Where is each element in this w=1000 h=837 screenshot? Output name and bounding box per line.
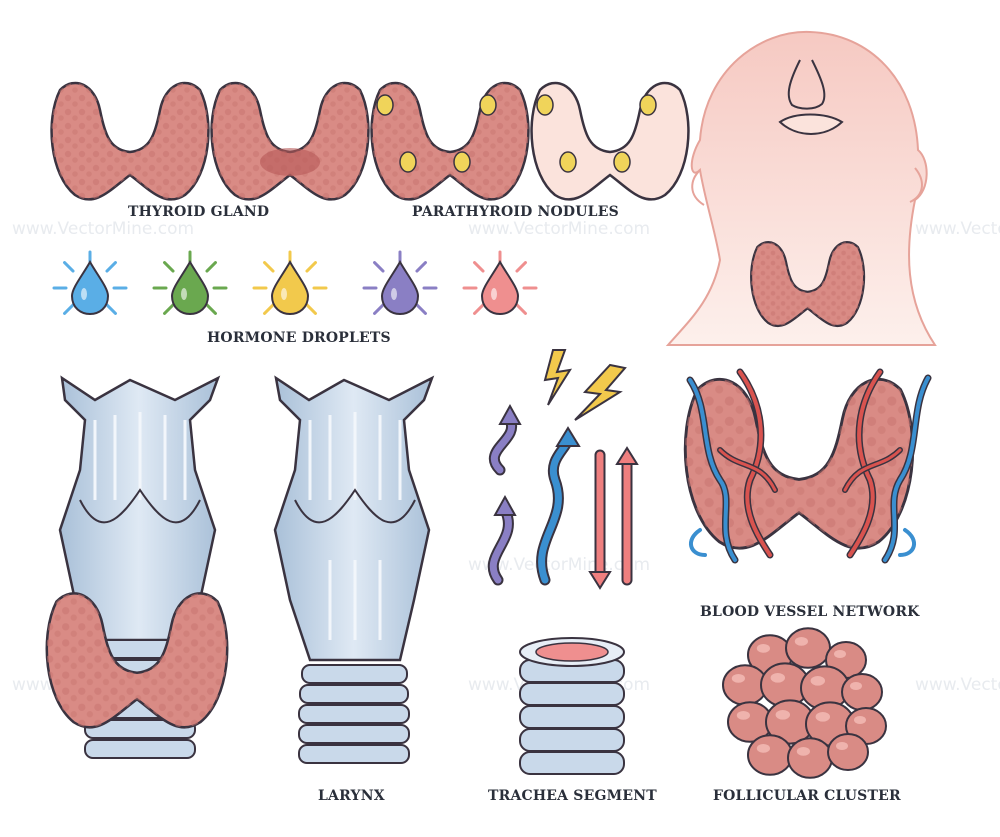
watermark-text: www.VectorMine.com bbox=[12, 219, 194, 239]
trachea-icon bbox=[298, 664, 410, 764]
follicle-highlight bbox=[815, 712, 830, 722]
follicle-highlight bbox=[836, 742, 848, 750]
follicle-cell bbox=[787, 737, 833, 779]
follicle-cell bbox=[827, 733, 869, 771]
trachea-icon bbox=[519, 637, 625, 775]
larynx-icon bbox=[58, 375, 221, 642]
follicle-cell bbox=[747, 734, 793, 776]
follicle-icon bbox=[722, 627, 887, 779]
follicle-highlight bbox=[796, 747, 811, 756]
vessel-icon bbox=[686, 368, 932, 564]
larynx-label: LARYNX bbox=[318, 788, 385, 804]
follicle-highlight bbox=[834, 650, 846, 658]
watermark-text: www.VectorMine.com bbox=[915, 675, 1000, 695]
droplet-icon bbox=[152, 250, 228, 316]
follicle-cell bbox=[785, 627, 831, 669]
arrow-icon bbox=[493, 403, 639, 590]
droplet-icon bbox=[462, 250, 538, 316]
thyroid-gland-label: THYROID GLAND bbox=[128, 204, 270, 220]
thyroid-icon bbox=[50, 81, 210, 201]
follicle-highlight bbox=[775, 710, 790, 720]
follicle-cell bbox=[841, 673, 883, 711]
follicle-highlight bbox=[850, 682, 862, 690]
thyroid-icon bbox=[210, 81, 370, 201]
watermark-text: www.VectorMine.com bbox=[915, 219, 1000, 239]
trachea-segment-label: TRACHEA SEGMENT bbox=[488, 788, 657, 804]
watermark-text: www.VectorMine.com bbox=[468, 219, 650, 239]
head-icon bbox=[665, 30, 937, 346]
follicle-highlight bbox=[756, 644, 771, 653]
follicle-highlight bbox=[794, 637, 809, 646]
hormone-droplets-label: HORMONE DROPLETS bbox=[207, 330, 391, 346]
droplet-icon bbox=[52, 250, 128, 316]
arrow-icon bbox=[487, 414, 633, 586]
parathyroid-icon bbox=[370, 81, 530, 201]
follicle-highlight bbox=[854, 716, 866, 724]
follicle-highlight bbox=[810, 676, 825, 686]
parathyroid-icon bbox=[530, 81, 690, 201]
blood-vessel-network-label: BLOOD VESSEL NETWORK bbox=[700, 604, 920, 620]
follicle-highlight bbox=[756, 744, 771, 753]
lightning-icon bbox=[543, 349, 627, 421]
larynx-icon bbox=[273, 375, 435, 662]
follicle-highlight bbox=[770, 673, 785, 683]
follicle-highlight bbox=[731, 674, 746, 683]
follicle-highlight bbox=[736, 711, 751, 720]
droplet-icon bbox=[362, 250, 438, 316]
parathyroid-nodules-label: PARATHYROID NODULES bbox=[412, 204, 619, 220]
droplet-row bbox=[52, 250, 538, 316]
droplet-icon bbox=[252, 250, 328, 316]
follicular-cluster-label: FOLLICULAR CLUSTER bbox=[713, 788, 901, 804]
